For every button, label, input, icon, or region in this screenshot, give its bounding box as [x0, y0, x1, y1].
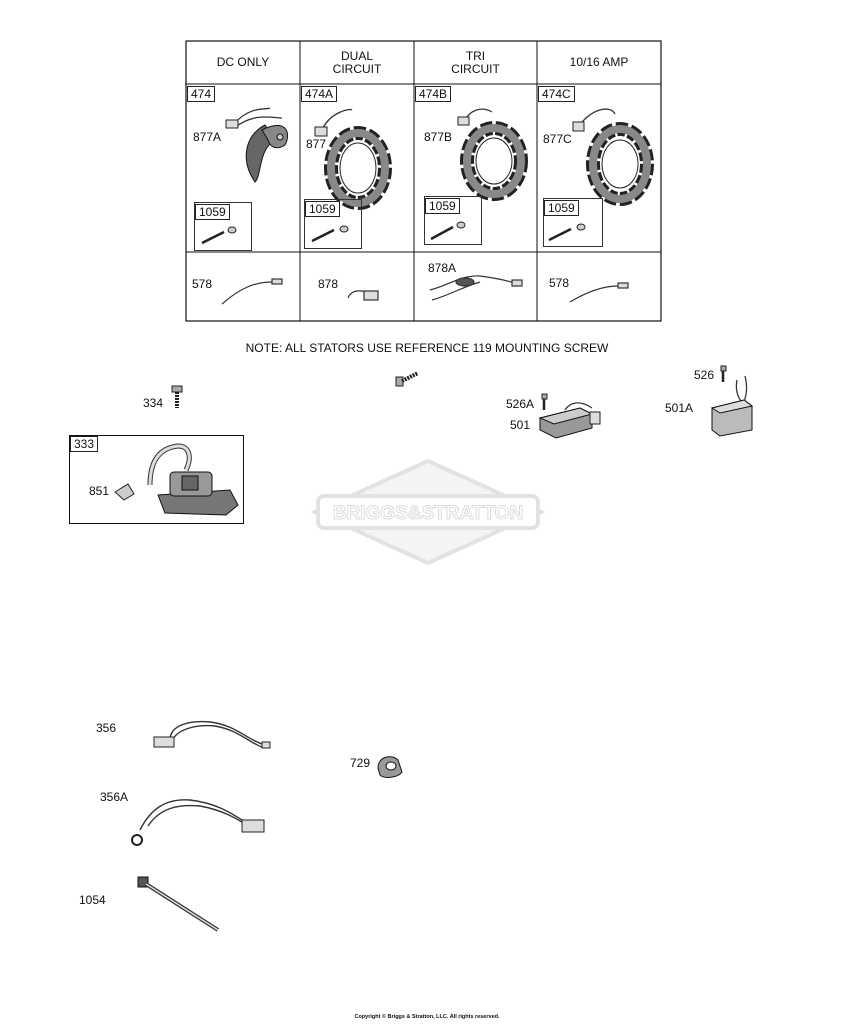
copyright-footer: Copyright © Briggs & Stratton, LLC. All …	[354, 1014, 500, 1020]
part-label-729[interactable]: 729	[350, 756, 371, 770]
part-label-334[interactable]: 334	[143, 396, 164, 410]
stator-tag-474[interactable]: 474	[187, 86, 216, 102]
part-label-526a[interactable]: 526A	[506, 397, 535, 411]
part-label-878a[interactable]: 878A	[428, 261, 457, 275]
part-label-356a[interactable]: 356A	[100, 790, 129, 804]
screw-subbox-dc-only	[194, 202, 252, 251]
header-dc-only: DC ONLY	[216, 55, 270, 69]
watermark-text: BRIGGS&STRATTON	[333, 503, 523, 524]
part-label-878[interactable]: 878	[318, 277, 339, 291]
part-label-877c[interactable]: 877C	[543, 132, 572, 146]
screw-subbox-10-16	[543, 198, 603, 247]
header-10-16-amp: 10/16 AMP	[569, 55, 629, 69]
part-label-1054[interactable]: 1054	[79, 893, 106, 907]
part-label-501[interactable]: 501	[510, 418, 531, 432]
part-label-578-10-16[interactable]: 578	[549, 276, 570, 290]
screw-tag-1059-dual[interactable]: 1059	[305, 201, 340, 217]
ignition-armature-box	[69, 435, 244, 524]
part-label-851[interactable]: 851	[89, 484, 110, 498]
part-label-877a[interactable]: 877A	[193, 130, 222, 144]
stator-tag-474a[interactable]: 474A	[301, 86, 338, 102]
stator-tag-474c[interactable]: 474C	[538, 86, 575, 102]
screw-tag-1059-10-16[interactable]: 1059	[544, 200, 579, 216]
part-label-578-dc[interactable]: 578	[192, 277, 213, 291]
screw-tag-1059-tri[interactable]: 1059	[425, 198, 460, 214]
part-label-501a[interactable]: 501A	[665, 401, 694, 415]
part-tag-333[interactable]: 333	[70, 436, 99, 452]
briggs-stratton-watermark: BRIGGS&STRATTON	[310, 458, 546, 566]
part-label-877b[interactable]: 877B	[424, 130, 453, 144]
part-label-526[interactable]: 526	[694, 368, 715, 382]
part-label-356[interactable]: 356	[96, 721, 117, 735]
part-label-877[interactable]: 877	[306, 137, 327, 151]
screw-subbox-tri	[424, 196, 482, 245]
screw-subbox-dual	[304, 199, 362, 249]
stator-mounting-note: NOTE: ALL STATORS USE REFERENCE 119 MOUN…	[245, 341, 609, 355]
stator-tag-474b[interactable]: 474B	[415, 86, 452, 102]
screw-tag-1059-dc[interactable]: 1059	[195, 204, 230, 220]
